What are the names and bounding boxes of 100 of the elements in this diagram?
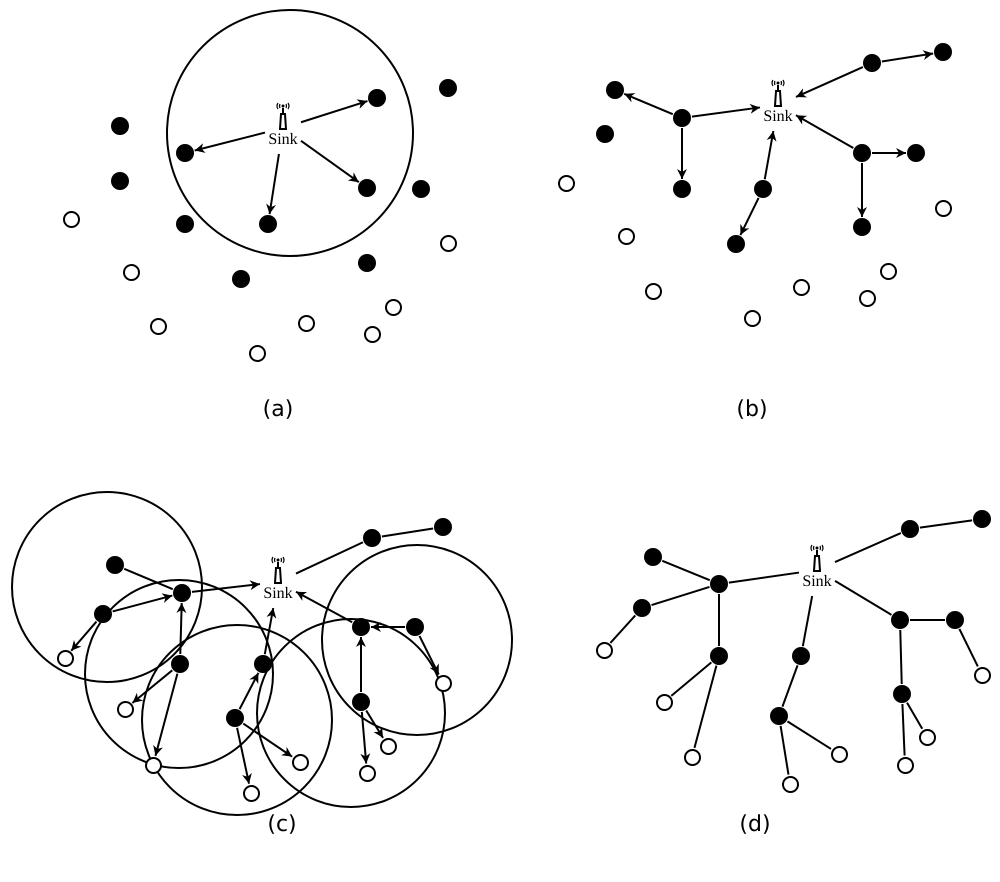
link-line [906, 702, 924, 730]
sensor-node-circle [298, 314, 314, 332]
sink-label: Sink [762, 108, 794, 126]
sensor-node-dot [358, 179, 376, 197]
sensor-node-dot [770, 707, 788, 725]
arrow [132, 670, 173, 704]
sensor-node-circle [656, 694, 672, 710]
link-line [728, 572, 800, 584]
arrow [300, 99, 368, 124]
sensor-node-circle [150, 318, 166, 334]
panel-label: (d) [739, 812, 771, 838]
link-line [786, 720, 832, 750]
link-line [802, 596, 814, 646]
sensor-node-circle [434, 674, 452, 692]
sensor-node-circle [618, 228, 634, 244]
sensor-node-circle [440, 234, 456, 252]
arrow [418, 636, 440, 675]
arrow [296, 590, 353, 624]
sensor-node-dot [853, 218, 871, 236]
sensor-node-dot [363, 529, 381, 547]
sensor-node-dot [106, 556, 124, 574]
sensor-node-dot [673, 180, 691, 198]
link-line [782, 665, 798, 707]
sensor-node-circle [644, 282, 662, 300]
link-line [901, 704, 906, 756]
sensor-node-dot [644, 548, 662, 566]
sensor-node-circle [880, 262, 896, 280]
sensor-node-circle [116, 700, 134, 718]
arrow [365, 710, 384, 738]
sensor-node-dot [368, 89, 386, 107]
link-line [693, 665, 718, 748]
link-line [780, 726, 790, 775]
sensor-node-dot [853, 144, 871, 162]
sensor-node-circle [596, 642, 612, 658]
arrow [70, 620, 98, 652]
sensor-node-dot [358, 254, 376, 272]
link-line [718, 594, 720, 646]
link-line [834, 532, 902, 563]
arrow [371, 622, 405, 632]
sensor-node-dot [596, 125, 614, 143]
sensor-node-dot [754, 180, 772, 198]
arrow [356, 637, 366, 692]
arrow [176, 602, 186, 654]
arrow [677, 128, 687, 179]
sensor-node-circle [858, 290, 876, 306]
sensor-node-dot [412, 180, 430, 198]
sensor-node-circle [242, 784, 260, 802]
sensor-node-dot [434, 518, 452, 536]
sensor-node-circle [558, 174, 574, 192]
sensor-node-dot [171, 655, 189, 673]
arrow [796, 66, 864, 98]
sensor-node-circle [62, 210, 80, 228]
sensor-node-circle [974, 666, 990, 684]
sensor-node-circle [56, 650, 74, 666]
sensor-node-circle [792, 278, 810, 296]
sensor-node-circle [122, 264, 140, 280]
sensor-node-dot [259, 215, 277, 233]
sensor-node-circle [896, 756, 914, 774]
sensor-node-dot [893, 685, 911, 703]
arrow [740, 198, 760, 236]
link-line [382, 528, 434, 538]
arrow [796, 114, 854, 149]
arrow [192, 580, 260, 593]
link-line [662, 560, 710, 582]
sensor-node-dot [863, 54, 881, 72]
sensor-node-circle [358, 764, 376, 782]
sensor-node-dot [352, 618, 370, 636]
sensor-node-dot [727, 235, 745, 253]
arrow [266, 154, 280, 214]
sensor-node-circle [830, 746, 848, 762]
sensor-node-circle [380, 738, 396, 754]
sensor-node-dot [406, 618, 424, 636]
sensor-node-dot [176, 215, 194, 233]
sensor-node-dot [606, 81, 624, 99]
sink-label: Sink [801, 573, 833, 591]
sensor-node-circle [918, 728, 936, 746]
link-line [610, 614, 636, 644]
sensor-node-dot [111, 117, 129, 135]
sensor-node-dot [173, 584, 191, 602]
arrow [764, 130, 777, 180]
arrow [112, 593, 173, 612]
sensor-node-dot [792, 647, 810, 665]
arrow [360, 712, 370, 764]
sensor-node-dot [439, 79, 457, 97]
sensor-node-dot [673, 109, 691, 127]
sensor-node-circle [744, 310, 760, 326]
arrow [624, 92, 674, 116]
sensor-node-dot [934, 43, 952, 61]
sensor-node-dot [111, 172, 129, 190]
sensor-node-circle [782, 776, 798, 792]
link-line [920, 519, 972, 529]
link-line [910, 619, 945, 621]
link-line [834, 580, 892, 616]
sensor-node-circle [248, 344, 266, 362]
sensor-node-dot [973, 510, 991, 528]
arrow [153, 673, 178, 756]
sensor-node-dot [901, 520, 919, 538]
link-line [670, 662, 712, 697]
panel-label: (b) [736, 397, 768, 423]
arrow [692, 104, 760, 118]
